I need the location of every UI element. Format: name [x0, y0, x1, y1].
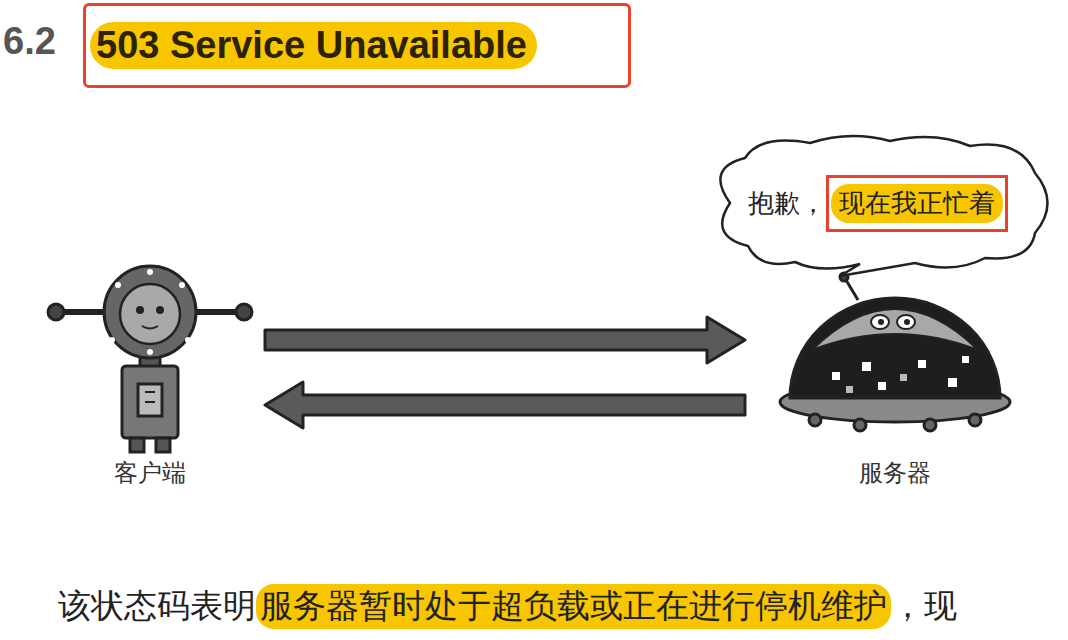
- bubble-text-row: 抱歉，现在我正忙着: [700, 128, 1062, 278]
- arrow-connector: [265, 317, 745, 363]
- highlighted-text: 服务器暂时处于超负载或正在进行停机维护: [256, 584, 891, 629]
- speech-bubble: 抱歉，现在我正忙着: [700, 128, 1062, 278]
- arrow-shape: [265, 382, 745, 428]
- title-frame: 503 Service Unavailable: [83, 3, 631, 88]
- body-text: ，现: [891, 584, 957, 629]
- client-robot: [48, 266, 252, 452]
- cloud-shape: [720, 136, 1047, 276]
- robot-node: 客户端: [35, 255, 265, 495]
- body-text: 该状态码表明: [58, 584, 256, 629]
- bubble-highlight-text: 现在我正忙着: [831, 184, 1003, 223]
- node-label: 客户端: [35, 457, 265, 489]
- arrow-connector: [265, 382, 745, 428]
- robot-node: 服务器: [745, 285, 1045, 495]
- section-number: 6.2: [3, 20, 56, 63]
- server-robot: [780, 273, 1010, 431]
- highlight-frame: 现在我正忙着: [826, 175, 1008, 232]
- bubble-text: 抱歉，: [748, 186, 826, 221]
- arrow-shape: [265, 317, 745, 363]
- node-label: 服务器: [745, 457, 1045, 489]
- title-text: 503 Service Unavailable: [90, 22, 537, 69]
- body-text-line: 该状态码表明服务器暂时处于超负载或正在进行停机维护，现: [58, 584, 957, 629]
